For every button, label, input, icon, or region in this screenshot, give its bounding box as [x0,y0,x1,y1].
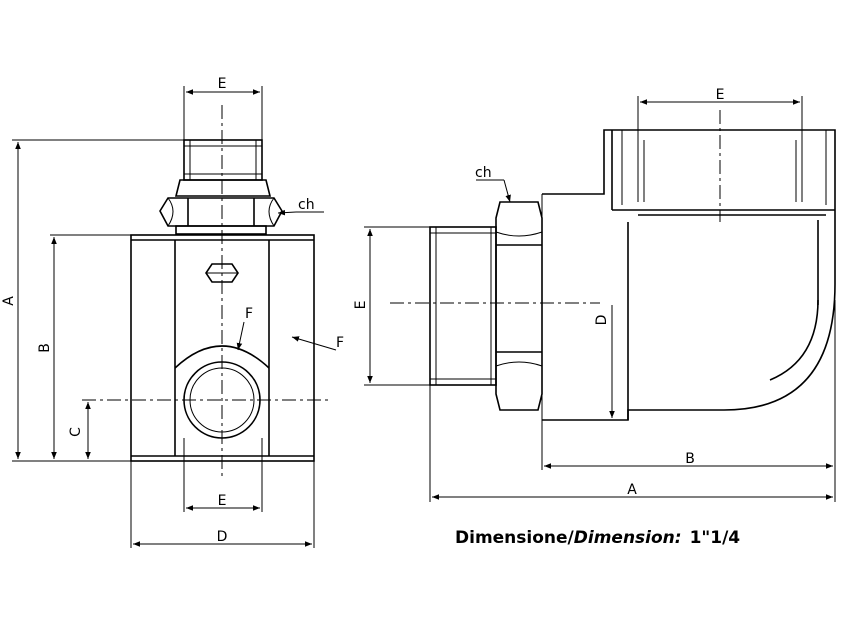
front-dim-c-label: C [68,427,84,437]
side-hex-nut [495,201,543,411]
side-dim-b-label: B [685,451,695,467]
side-dim-a: A [429,385,833,502]
side-dim-d-label: D [594,315,610,326]
side-elbow-body [541,129,836,421]
front-f-right-label: F [336,335,344,351]
front-dim-d-label: D [217,529,228,545]
side-dim-b: B [541,300,836,502]
front-dim-c: C [68,402,91,459]
front-ch-leader: ch [277,197,324,216]
front-dim-e-bottom: E [183,438,263,512]
side-dim-d: D [594,305,615,418]
front-view: A B C E E D [1,76,344,548]
front-f-right-leader: F [291,335,344,351]
front-f-upper-leader: F [236,306,253,351]
front-dim-a: A [1,139,184,462]
side-nipple [429,226,497,386]
front-dim-e-bottom-label: E [218,493,227,509]
front-dim-e-top-label: E [218,76,227,92]
caption-size: 1"1/4 [689,528,741,548]
front-dim-b-label: B [37,343,53,353]
side-ch-leader: ch [475,165,511,203]
side-dim-e-top-label: E [716,87,725,103]
side-dim-e-left-label: E [353,301,369,310]
front-dim-e-top: E [183,76,263,140]
caption-label-en: Dimension: [573,528,682,548]
front-hex-nut [159,197,283,235]
front-f-upper-label: F [245,306,253,322]
side-view: E E D B A ch [353,87,836,502]
front-dim-d: D [130,461,315,548]
side-ch-label: ch [475,165,492,181]
side-dim-e-left: E [353,226,430,386]
caption-label: Dimensione/ [455,528,574,548]
dimension-caption: Dimensione/Dimension: 1"1/4 [455,528,740,548]
side-dim-e-top: E [637,87,803,140]
front-ch-label: ch [298,197,315,213]
front-dim-b: B [37,234,131,459]
front-dim-a-label: A [1,296,17,306]
side-dim-a-label: A [627,482,637,498]
front-top-nipple [174,139,272,197]
